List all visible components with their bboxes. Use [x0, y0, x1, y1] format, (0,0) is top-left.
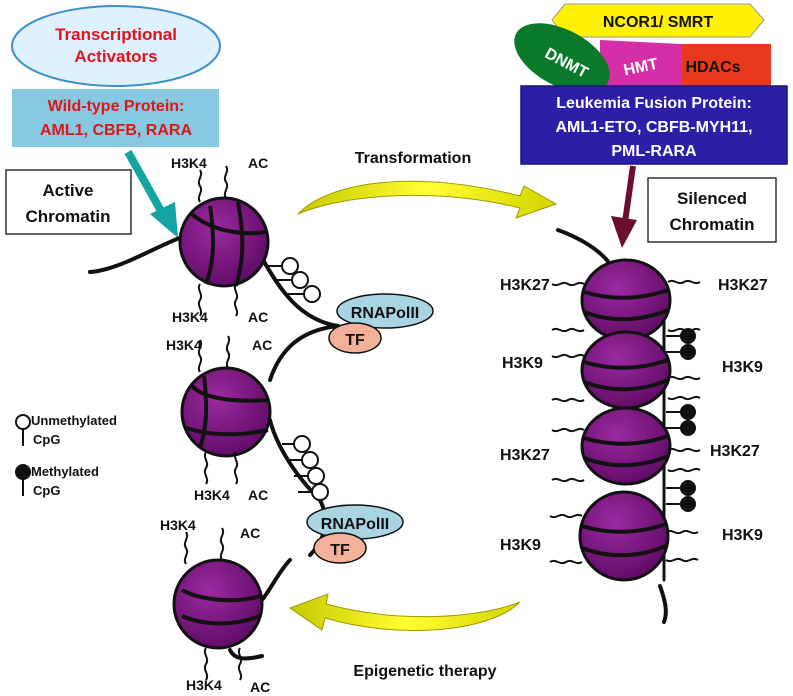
wildtype-protein-box: Wild-type Protein: AML1, CBFB, RARA	[10, 87, 221, 149]
rnapol-complex-2: RNAPolII TF	[306, 504, 404, 564]
label-ac-6: AC	[250, 679, 270, 695]
fusion-line2: AML1-ETO, CBFB-MYH11,	[555, 119, 752, 136]
silenced-nucleosome-1	[580, 258, 672, 342]
ncor-smrt: NCOR1/ SMRT	[551, 3, 765, 38]
epigenetic-therapy-arrow: Epigenetic therapy	[288, 593, 521, 680]
active-histone-labels: H3K4 AC H3K4 AC H3K4 AC H3K4 AC H3K4 AC …	[160, 155, 272, 695]
legend-methylated-1: Methylated	[31, 464, 99, 479]
active-chromatin-label-1: Active	[42, 181, 93, 200]
silenced-nucleosome-2	[580, 330, 672, 410]
label-h3k27-r2: H3K27	[710, 443, 760, 460]
unmethylated-cpg-group-1	[268, 257, 321, 303]
hmt-label: HMT	[622, 56, 660, 80]
silenced-nucleosome-4	[578, 490, 670, 582]
silenced-chromatin-label-1: Silenced	[677, 189, 747, 208]
label-h3k9-l1: H3K9	[502, 355, 543, 372]
wildtype-line1: Wild-type Protein:	[48, 98, 185, 115]
rnapol-label-1: RNAPolII	[351, 305, 419, 322]
label-h3k4-4: H3K4	[194, 487, 230, 503]
tf-label-2: TF	[330, 542, 350, 559]
silenced-nucleosome-3	[580, 406, 672, 486]
unmethylated-cpg-group-2	[282, 435, 329, 501]
legend-unmethylated-1: Unmethylated	[31, 413, 117, 428]
teal-arrow	[124, 150, 178, 238]
activators-label-2: Activators	[74, 47, 157, 66]
active-histone-tails	[183, 165, 243, 681]
silenced-histone-labels: H3K27 H3K27 H3K9 H3K9 H3K27 H3K27 H3K9 H…	[500, 277, 768, 554]
epigenetic-therapy-label: Epigenetic therapy	[353, 663, 496, 680]
transcriptional-activators: Transcriptional Activators	[11, 5, 221, 87]
label-h3k4-3: H3K4	[166, 337, 202, 353]
silenced-chromatin-box: Silenced Chromatin	[647, 177, 777, 243]
silenced-histone-tails	[549, 279, 701, 565]
label-h3k27-l2: H3K27	[500, 447, 550, 464]
label-h3k9-r1: H3K9	[722, 359, 763, 376]
dnmt-shape: DNMT	[514, 23, 610, 93]
label-h3k4-1: H3K4	[171, 155, 207, 171]
active-nucleosome-2	[180, 366, 272, 458]
fusion-line1: Leukemia Fusion Protein:	[556, 95, 752, 112]
active-chromatin-label-2: Chromatin	[26, 207, 111, 226]
label-ac-1: AC	[248, 155, 268, 171]
hdacs-label: HDACs	[685, 59, 740, 76]
hmt-shape: HMT	[600, 40, 682, 86]
legend-unmethylated-2: CpG	[33, 432, 60, 447]
label-ac-3: AC	[252, 337, 272, 353]
transformation-label: Transformation	[355, 150, 471, 167]
label-h3k9-l2: H3K9	[500, 537, 541, 554]
label-ac-5: AC	[240, 525, 260, 541]
label-h3k4-2: H3K4	[172, 309, 208, 325]
label-h3k9-r2: H3K9	[722, 527, 763, 544]
label-ac-2: AC	[248, 309, 268, 325]
legend: Unmethylated CpG Methylated CpG	[15, 413, 117, 498]
fusion-line3: PML-RARA	[611, 143, 697, 160]
silenced-chromatin-label-2: Chromatin	[670, 215, 755, 234]
wildtype-line2: AML1, CBFB, RARA	[40, 122, 192, 139]
label-h3k4-5: H3K4	[160, 517, 196, 533]
active-nucleosome-1	[178, 196, 270, 288]
leukemia-fusion-box: Leukemia Fusion Protein: AML1-ETO, CBFB-…	[520, 85, 788, 165]
label-ac-4: AC	[248, 487, 268, 503]
transformation-arrow: Transformation	[297, 150, 558, 219]
rnapol-label-2: RNAPolII	[321, 516, 389, 533]
active-nucleosome-3	[172, 558, 264, 650]
activators-label: Transcriptional	[55, 25, 177, 44]
maroon-arrow	[611, 165, 637, 248]
methylated-cpg-group	[666, 328, 696, 512]
ncor-label: NCOR1/ SMRT	[603, 14, 713, 31]
label-h3k27-l1: H3K27	[500, 277, 550, 294]
legend-methylated-2: CpG	[33, 483, 60, 498]
label-h3k27-r1: H3K27	[718, 277, 768, 294]
active-chromatin-box: Active Chromatin	[5, 169, 132, 235]
rnapol-complex-1: RNAPolII TF	[328, 293, 434, 354]
label-h3k4-6: H3K4	[186, 677, 222, 693]
active-dna-strand	[88, 234, 340, 661]
tf-label-1: TF	[345, 332, 365, 349]
